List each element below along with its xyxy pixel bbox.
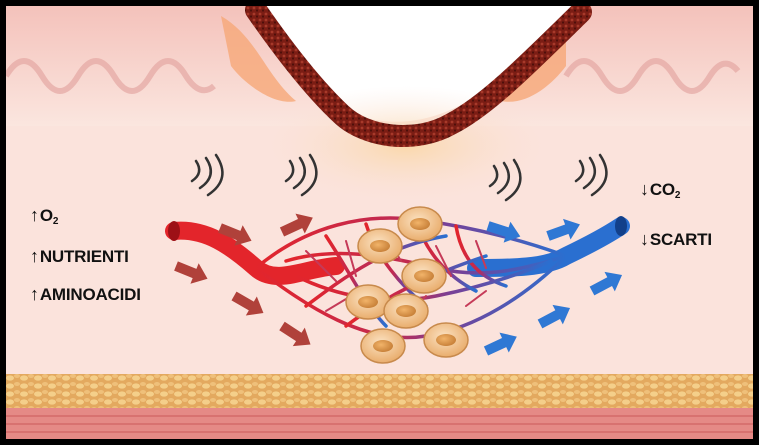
up-arrow-icon: ↑ — [30, 246, 39, 266]
artery-opening — [168, 221, 180, 241]
fat-layer — [6, 374, 753, 408]
cell — [424, 323, 468, 357]
cell — [384, 294, 428, 328]
label-aminoacidi: ↑AMINOACIDI — [30, 285, 141, 303]
up-arrow-icon: ↑ — [30, 205, 39, 225]
down-arrow-icon: ↓ — [640, 179, 649, 199]
up-arrow-icon: ↑ — [30, 284, 39, 304]
label-o2: ↑O2 — [30, 206, 58, 227]
wound-healing-illustration — [6, 6, 753, 439]
cell — [346, 285, 390, 319]
cell — [402, 259, 446, 293]
cell — [358, 229, 402, 263]
cell — [398, 207, 442, 241]
down-arrow-icon: ↓ — [640, 229, 649, 249]
label-scarti: ↓SCARTI — [640, 230, 712, 248]
label-nutrienti: ↑NUTRIENTI — [30, 247, 129, 265]
label-co2: ↓CO2 — [640, 180, 680, 201]
vein-opening — [615, 216, 627, 236]
cell — [361, 329, 405, 363]
